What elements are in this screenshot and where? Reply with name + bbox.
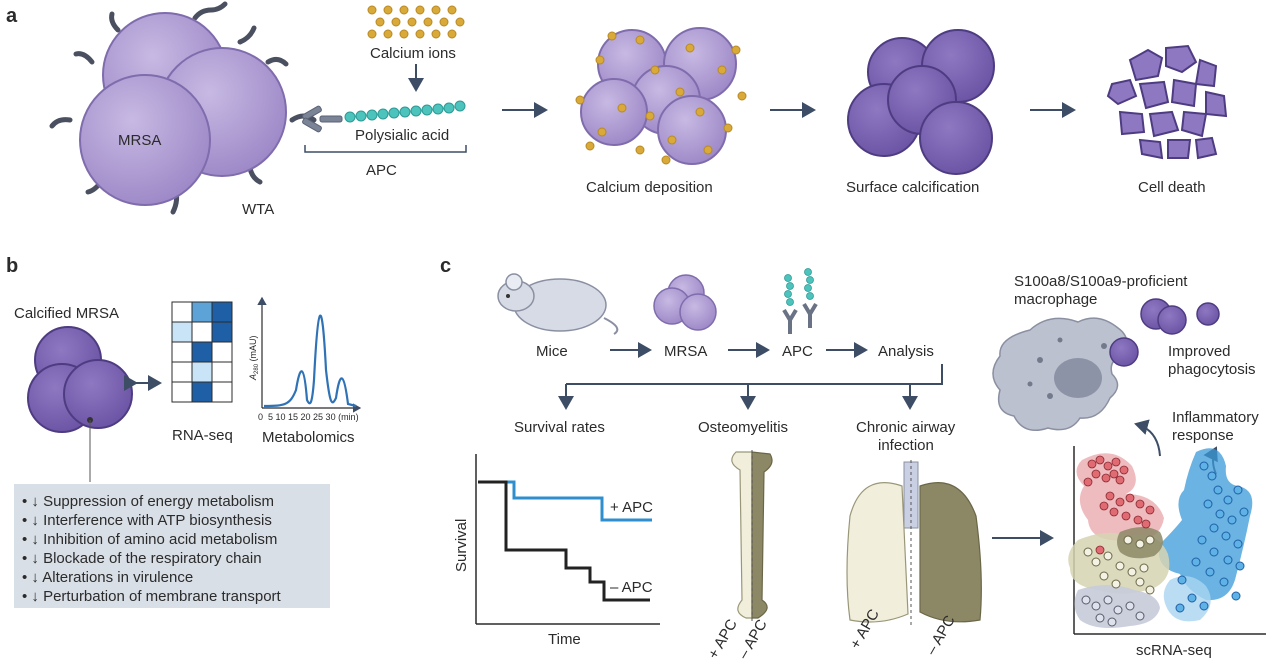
flow-label: APC — [782, 343, 813, 360]
wta-label: WTA — [242, 201, 274, 218]
mrsa-icon — [653, 274, 717, 331]
flow-label: Mice — [536, 343, 568, 360]
x-axis-ticks: 0 5 10 15 20 25 30 (min) — [258, 412, 359, 422]
outcome-label: Chronic airway — [856, 419, 956, 436]
y-axis-symbol: A — [248, 374, 258, 381]
metabolomics-chart: A280 (mAU) 0 5 10 15 20 25 30 (min) — [248, 296, 362, 422]
svg-text:A280 (mAU): A280 (mAU) — [248, 335, 260, 381]
calcified-mrsa-cluster — [27, 326, 133, 433]
cell-death-fragments — [1106, 44, 1228, 160]
y-axis-subscript: 280 — [254, 363, 260, 374]
flow-label: MRSA — [664, 343, 707, 360]
rna-seq-heatmap — [171, 301, 233, 403]
scrna-seq-plot — [1068, 446, 1266, 635]
apc-label: APC — [366, 162, 397, 179]
rna-seq-label: RNA-seq — [172, 427, 233, 444]
effects-list: • ↓ Suppression of energy metabolism • ↓… — [22, 493, 282, 605]
effect-item: • ↓ Interference with ATP biosynthesis — [22, 512, 272, 529]
branch-arrows — [558, 364, 943, 410]
calcified-mrsa-label: Calcified MRSA — [14, 305, 119, 322]
step-label: Calcium deposition — [586, 179, 713, 196]
curved-arrow — [1134, 419, 1161, 457]
metabolomics-label: Metabolomics — [262, 429, 355, 446]
plus-apc-label: + APC — [610, 499, 653, 516]
step-label: Surface calcification — [846, 179, 979, 196]
plus-apc-curve — [478, 480, 652, 522]
macrophage-label: S100a8/S100a9-proficient — [1014, 273, 1188, 290]
surface-calcification-cluster — [847, 29, 995, 175]
minus-apc-curve — [478, 480, 650, 602]
mouse-icon — [497, 273, 619, 335]
bone-icon — [731, 450, 773, 622]
phagocytosis-label: Improved — [1168, 343, 1231, 360]
apc-antibody-icon — [782, 268, 818, 334]
phagocytosed-bacteria — [1109, 298, 1220, 367]
phagocytosis-label: phagocytosis — [1168, 361, 1256, 378]
effect-item: • ↓ Suppression of energy metabolism — [22, 493, 274, 510]
mrsa-label: MRSA — [118, 132, 161, 149]
effect-item: • ↓ Inhibition of amino acid metabolism — [22, 531, 277, 548]
panel-b-label: b — [6, 255, 18, 277]
calcium-deposition-cluster — [575, 27, 747, 165]
outcome-label: infection — [878, 437, 934, 454]
panel-a-label: a — [6, 5, 18, 27]
bone-minus-label: – APC — [735, 617, 771, 662]
survival-x-label: Time — [548, 631, 581, 648]
calcium-ions-label: Calcium ions — [370, 45, 456, 62]
mrsa-cell — [79, 74, 211, 206]
apc-bracket — [304, 145, 467, 153]
lungs-icon — [846, 460, 982, 628]
minus-apc-label: – APC — [610, 579, 653, 596]
antibody-icon — [302, 105, 343, 133]
outcome-label: Survival rates — [514, 419, 605, 436]
effects-box — [14, 484, 330, 608]
y-axis-unit: (mAU) — [248, 335, 258, 364]
effect-item: • ↓ Alterations in virulence — [22, 569, 193, 586]
effect-item: • ↓ Perturbation of membrane transport — [22, 588, 282, 605]
polysialic-acid-chain — [344, 100, 466, 123]
outcome-label: Osteomyelitis — [698, 419, 788, 436]
panel-c-label: c — [440, 255, 451, 277]
survival-plot — [475, 454, 660, 625]
lung-minus-label: – APC — [923, 613, 959, 658]
calcium-ions — [367, 5, 465, 39]
flow-label: Analysis — [878, 343, 934, 360]
inflammatory-label: response — [1172, 427, 1234, 444]
step-label: Cell death — [1138, 179, 1206, 196]
survival-y-label: Survival — [453, 519, 470, 572]
scrna-seq-label: scRNA-seq — [1136, 642, 1212, 659]
effect-item: • ↓ Blockade of the respiratory chain — [22, 550, 262, 567]
bone-plus-label: + APC — [705, 616, 741, 662]
polysialic-acid-label: Polysialic acid — [355, 127, 449, 144]
macrophage-cell — [992, 317, 1128, 431]
inflammatory-label: Inflammatory — [1172, 409, 1259, 426]
macrophage-label: macrophage — [1014, 291, 1097, 308]
